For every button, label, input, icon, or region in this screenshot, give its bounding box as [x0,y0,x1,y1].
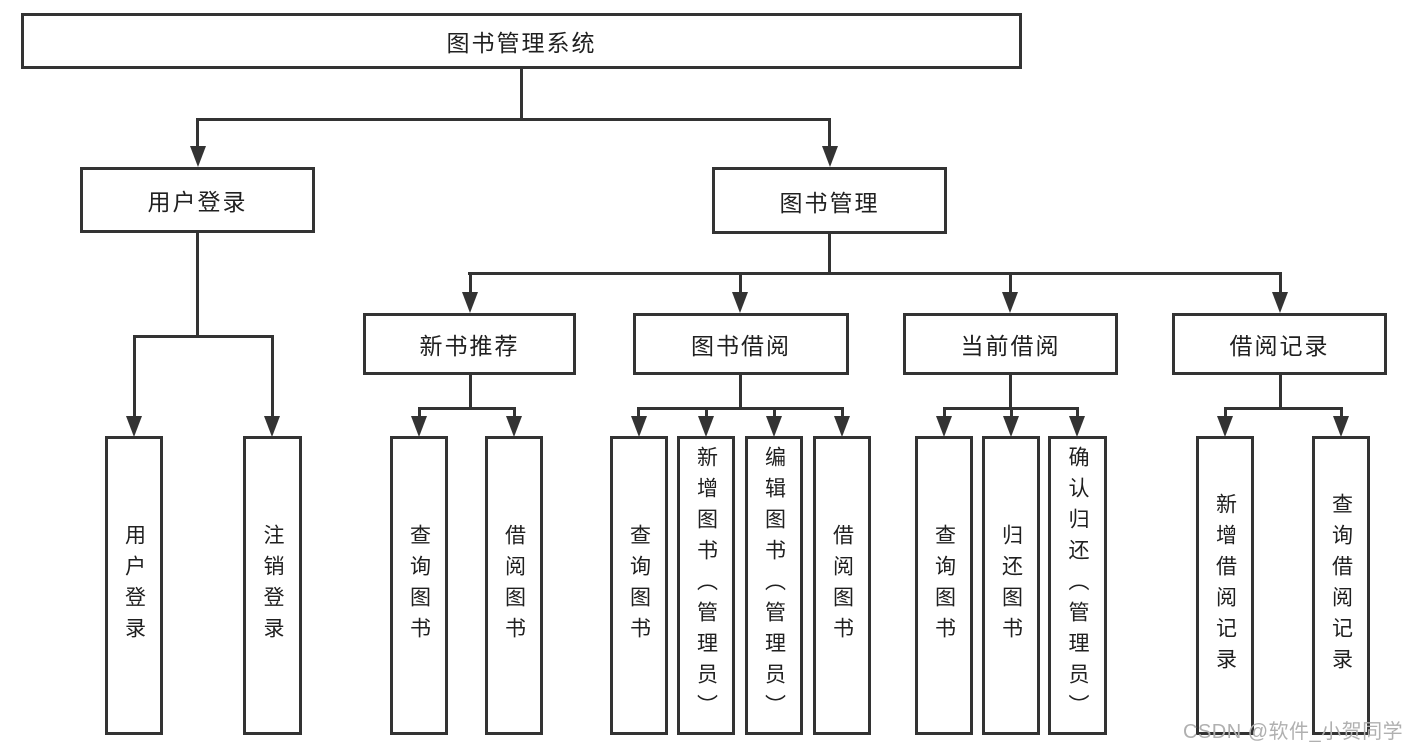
node-label: 图书管理 [779,189,880,216]
connector-arrow-stem-cb-leaf2 [1010,407,1013,418]
connector-arrow-stem-cb-leaf3 [1076,407,1079,418]
connector-arrow-stem-cb-leaf1 [943,407,946,418]
leaf-label: 借阅图书 [502,523,526,648]
arrowhead-cb-leaf3-icon [1069,416,1085,437]
arrowhead-bb-leaf4-icon [834,416,850,437]
connector-borrow-records-stem [1279,375,1282,410]
leaf-label: 查询图书 [627,523,651,648]
connector-root-stem [520,69,523,121]
leaf-label: 查询图书 [407,523,431,648]
leaf-logout: 注销登录 [243,436,302,735]
connector-arrow-stem-login-leaf1 [133,335,136,417]
connector-arrow-stem-br-leaf1 [1224,407,1227,418]
connector-borrow-records-bar [1224,407,1343,410]
arrowhead-book-management-icon [822,146,838,167]
connector-user-login-bar [133,335,274,338]
arrowhead-br-leaf2-icon [1333,416,1349,437]
connector-arrow-stem-bb-leaf4 [841,407,844,418]
arrowhead-bb-leaf1-icon [631,416,647,437]
node-label: 新书推荐 [419,333,520,359]
connector-arrow-stem-bb-leaf1 [637,407,640,418]
connector-arrow-stem-book-borrow [739,272,742,294]
connector-user-login-stem [196,232,199,338]
connector-book-borrow-stem [739,375,742,410]
connector-arrow-stem-bb-leaf2 [705,407,708,418]
leaf-query-books-1: 查询图书 [390,436,448,735]
connector-arrow-stem-user-login [196,118,199,148]
leaf-confirm-return-admin: 确认归还（管理员） [1048,436,1107,735]
connector-arrow-stem-nb-leaf2 [513,407,516,418]
arrowhead-bb-leaf2-icon [698,416,714,437]
arrowhead-new-book-icon [462,292,478,313]
leaf-user-login: 用户登录 [105,436,163,735]
node-book-management-system: 图书管理系统 [21,13,1022,69]
leaf-borrow-books-1: 借阅图书 [485,436,543,735]
connector-arrow-stem-borrow-records [1279,272,1282,294]
arrowhead-cb-leaf2-icon [1003,416,1019,437]
connector-new-book-bar [418,407,516,410]
node-label: 借阅记录 [1229,333,1330,359]
node-current-borrowing: 当前借阅 [903,313,1118,375]
connector-arrow-stem-nb-leaf1 [418,407,421,418]
leaf-label: 新增借阅记录 [1213,492,1237,679]
connector-arrow-stem-login-leaf2 [271,335,274,417]
connector-arrow-stem-br-leaf2 [1340,407,1343,418]
leaf-query-borrow-record: 查询借阅记录 [1312,436,1370,735]
arrowhead-current-borrow-icon [1002,292,1018,313]
leaf-label: 注销登录 [261,523,284,648]
arrowhead-login-leaf1-icon [126,416,142,437]
leaf-label: 查询借阅记录 [1329,492,1353,679]
connector-arrow-stem-current-borrow [1009,272,1012,294]
node-new-book-recommendation: 新书推荐 [363,313,576,375]
arrowhead-borrow-records-icon [1272,292,1288,313]
leaf-label: 查询图书 [932,523,956,648]
arrowhead-login-leaf2-icon [264,416,280,437]
connector-arrow-stem-book-management [828,118,831,148]
arrowhead-cb-leaf1-icon [936,416,952,437]
leaf-label: 新增图书（管理员） [694,446,718,725]
leaf-add-books-admin: 新增图书（管理员） [677,436,735,735]
leaf-label: 编辑图书（管理员） [762,446,786,725]
leaf-label: 确认归还（管理员） [1066,446,1089,725]
node-label: 用户登录 [147,189,248,215]
leaf-query-books-2: 查询图书 [610,436,668,735]
connector-arrow-stem-new-book [469,272,472,294]
node-user-login: 用户登录 [80,167,315,233]
node-book-borrowing: 图书借阅 [633,313,849,375]
node-book-management: 图书管理 [712,167,947,234]
arrowhead-nb-leaf2-icon [506,416,522,437]
leaf-edit-books-admin: 编辑图书（管理员） [745,436,803,735]
connector-book-management-stem [828,233,831,275]
arrowhead-user-login-icon [190,146,206,167]
connector-book-borrow-bar [638,407,844,410]
arrowhead-br-leaf1-icon [1217,416,1233,437]
leaf-label: 用户登录 [122,523,146,648]
arrowhead-bb-leaf3-icon [766,416,782,437]
connector-new-book-stem [469,375,472,410]
node-label: 当前借阅 [960,333,1061,359]
leaf-add-borrow-record: 新增借阅记录 [1196,436,1254,735]
leaf-borrow-books-2: 借阅图书 [813,436,871,735]
csdn-watermark: CSDN @软件_小贺同学 [1183,721,1404,743]
connector-level3-bar [468,272,1282,275]
leaf-label: 归还图书 [999,523,1023,648]
arrowhead-book-borrow-icon [732,292,748,313]
leaf-return-books: 归还图书 [982,436,1040,735]
node-borrowing-records: 借阅记录 [1172,313,1387,375]
connector-current-borrow-stem [1009,375,1012,410]
node-label: 图书借阅 [691,333,791,359]
connector-level2-bar [196,118,831,121]
node-label: 图书管理系统 [446,30,597,56]
arrowhead-nb-leaf1-icon [411,416,427,437]
leaf-query-books-3: 查询图书 [915,436,973,735]
connector-arrow-stem-bb-leaf3 [773,407,776,418]
leaf-label: 借阅图书 [830,523,854,648]
